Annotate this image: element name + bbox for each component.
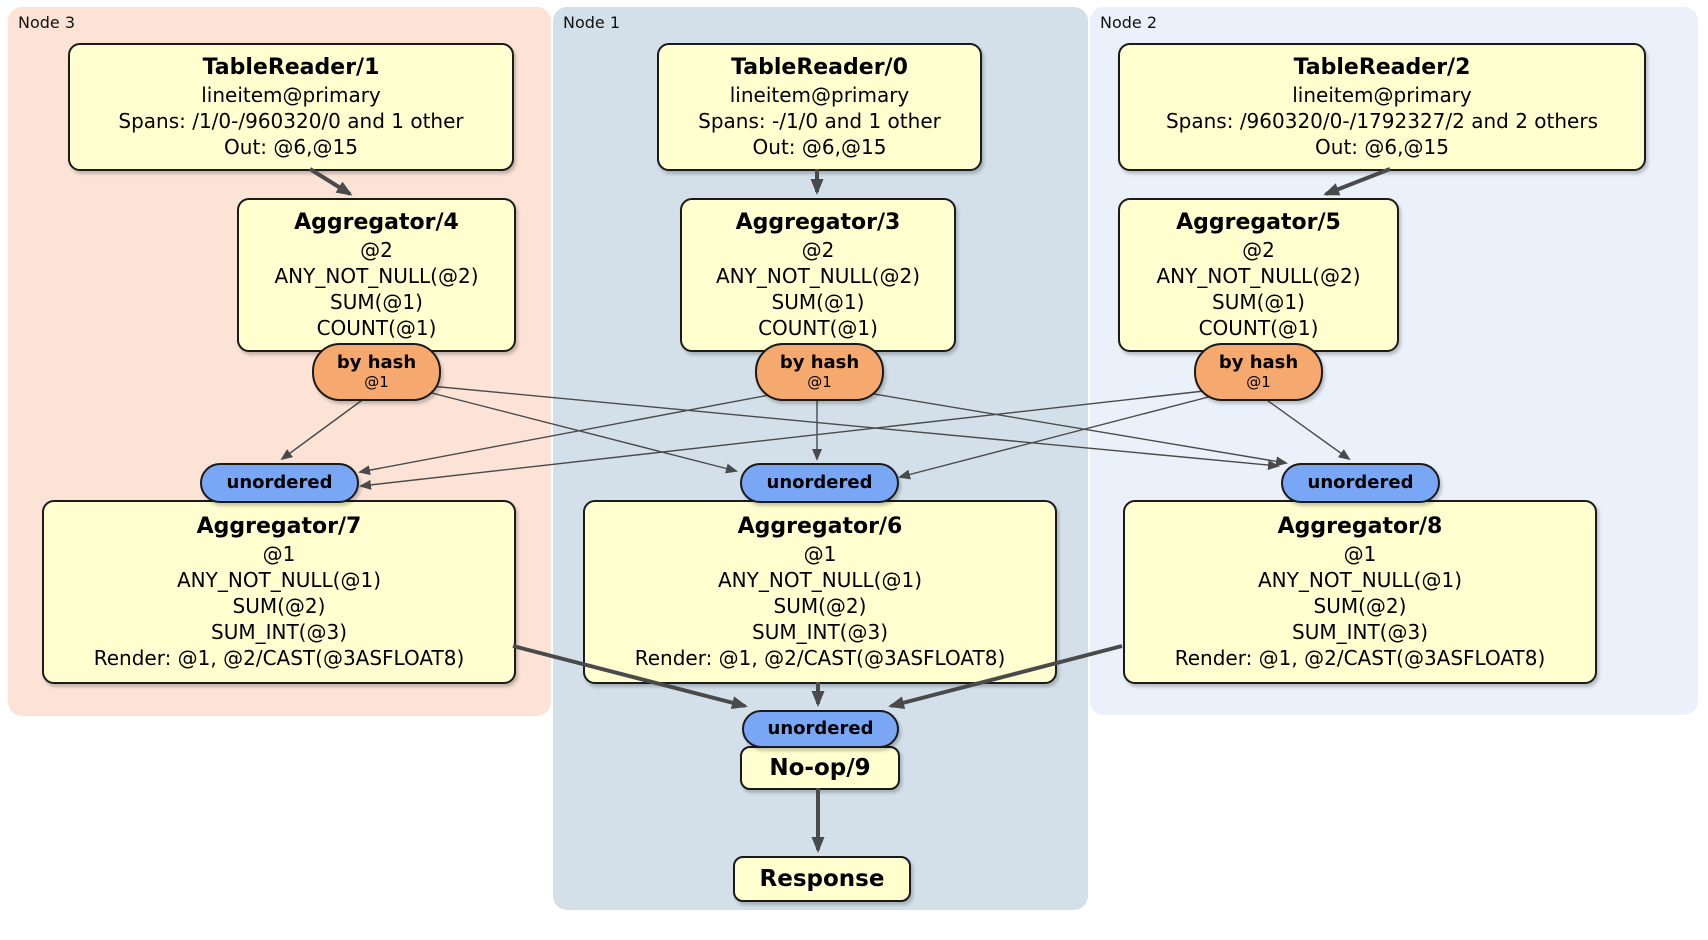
processor-row: Out: @6,@15 bbox=[1315, 135, 1449, 159]
processor-title: Aggregator/3 bbox=[735, 210, 901, 235]
processor-row: ANY_NOT_NULL(@1) bbox=[177, 568, 381, 592]
processor-row: @2 bbox=[360, 238, 393, 262]
processor-tablereader-2: TableReader/2 lineitem@primary Spans: /9… bbox=[1118, 43, 1646, 171]
sync-label: unordered bbox=[226, 472, 333, 493]
processor-row: @1 bbox=[803, 542, 837, 566]
processor-row: @2 bbox=[801, 238, 835, 262]
router-detail: @1 bbox=[807, 373, 832, 391]
processor-row: SUM(@2) bbox=[1313, 594, 1407, 618]
sync-unordered-final: unordered bbox=[742, 710, 899, 748]
processor-title: Aggregator/6 bbox=[737, 514, 903, 539]
processor-row: SUM_INT(@3) bbox=[1292, 620, 1428, 644]
processor-row: SUM(@1) bbox=[771, 290, 865, 314]
router-label: by hash bbox=[779, 352, 860, 373]
processor-row: @2 bbox=[1242, 238, 1275, 262]
processor-title: TableReader/2 bbox=[1293, 55, 1471, 80]
processor-row: Render: @1, @2/CAST(@3ASFLOAT8) bbox=[93, 646, 465, 670]
processor-aggregator-8: Aggregator/8 @1 ANY_NOT_NULL(@1) SUM(@2)… bbox=[1123, 500, 1597, 684]
processor-row: ANY_NOT_NULL(@2) bbox=[274, 264, 479, 288]
region-node1-label: Node 1 bbox=[563, 13, 621, 32]
processor-tablereader-0: TableReader/0 lineitem@primary Spans: -/… bbox=[657, 43, 982, 171]
router-by-hash-4: by hash @1 bbox=[312, 343, 441, 401]
processor-row: @1 bbox=[1343, 542, 1377, 566]
processor-row: Render: @1, @2/CAST(@3ASFLOAT8) bbox=[634, 646, 1006, 670]
processor-row: ANY_NOT_NULL(@2) bbox=[1156, 264, 1361, 288]
processor-title: Aggregator/4 bbox=[294, 210, 459, 235]
router-by-hash-5: by hash @1 bbox=[1194, 343, 1323, 401]
processor-aggregator-3: Aggregator/3 @2 ANY_NOT_NULL(@2) SUM(@1)… bbox=[680, 198, 956, 352]
processor-title: Aggregator/8 bbox=[1277, 514, 1443, 539]
processor-row: ANY_NOT_NULL(@1) bbox=[1258, 568, 1462, 592]
router-label: by hash bbox=[1218, 352, 1299, 373]
processor-row: lineitem@primary bbox=[1292, 83, 1472, 107]
processor-noop-9: No-op/9 bbox=[740, 746, 900, 790]
sync-unordered-8: unordered bbox=[1281, 463, 1440, 503]
processor-row: SUM_INT(@3) bbox=[211, 620, 347, 644]
processor-row: Spans: /960320/0-/1792327/2 and 2 others bbox=[1165, 109, 1598, 133]
processor-row: SUM(@2) bbox=[232, 594, 326, 618]
processor-row: SUM(@2) bbox=[773, 594, 867, 618]
router-detail: @1 bbox=[1246, 373, 1271, 391]
router-detail: @1 bbox=[364, 373, 389, 391]
router-by-hash-3: by hash @1 bbox=[755, 343, 884, 401]
processor-row: COUNT(@1) bbox=[758, 316, 878, 340]
processor-row: SUM_INT(@3) bbox=[752, 620, 888, 644]
sync-unordered-7: unordered bbox=[200, 463, 359, 503]
processor-row: @1 bbox=[262, 542, 296, 566]
region-node2-label: Node 2 bbox=[1100, 13, 1158, 32]
sync-label: unordered bbox=[767, 718, 874, 739]
processor-row: ANY_NOT_NULL(@1) bbox=[718, 568, 922, 592]
processor-title: TableReader/0 bbox=[731, 55, 908, 80]
processor-row: COUNT(@1) bbox=[1198, 316, 1319, 340]
processor-title: Aggregator/5 bbox=[1176, 210, 1341, 235]
processor-row: COUNT(@1) bbox=[316, 316, 437, 340]
processor-row: lineitem@primary bbox=[729, 83, 910, 107]
sync-label: unordered bbox=[766, 472, 873, 493]
router-label: by hash bbox=[336, 352, 417, 373]
processor-aggregator-7: Aggregator/7 @1 ANY_NOT_NULL(@1) SUM(@2)… bbox=[42, 500, 516, 684]
processor-row: Render: @1, @2/CAST(@3ASFLOAT8) bbox=[1174, 646, 1546, 670]
processor-row: Out: @6,@15 bbox=[224, 135, 358, 159]
response-box: Response bbox=[733, 856, 911, 902]
processor-tablereader-1: TableReader/1 lineitem@primary Spans: /1… bbox=[68, 43, 514, 171]
processor-row: lineitem@primary bbox=[201, 83, 381, 107]
processor-row: Spans: -/1/0 and 1 other bbox=[698, 109, 941, 133]
processor-aggregator-6: Aggregator/6 @1 ANY_NOT_NULL(@1) SUM(@2)… bbox=[583, 500, 1057, 684]
processor-title: Aggregator/7 bbox=[196, 514, 362, 539]
processor-row: Out: @6,@15 bbox=[752, 135, 887, 159]
sync-label: unordered bbox=[1307, 472, 1414, 493]
processor-row: Spans: /1/0-/960320/0 and 1 other bbox=[118, 109, 464, 133]
processor-row: SUM(@1) bbox=[330, 290, 423, 314]
region-node3-label: Node 3 bbox=[18, 13, 76, 32]
sync-unordered-6: unordered bbox=[740, 463, 899, 503]
processor-row: ANY_NOT_NULL(@2) bbox=[716, 264, 920, 288]
processor-aggregator-5: Aggregator/5 @2 ANY_NOT_NULL(@2) SUM(@1)… bbox=[1118, 198, 1399, 352]
processor-title: TableReader/1 bbox=[202, 55, 380, 80]
processor-aggregator-4: Aggregator/4 @2 ANY_NOT_NULL(@2) SUM(@1)… bbox=[237, 198, 516, 352]
processor-row: SUM(@1) bbox=[1212, 290, 1305, 314]
